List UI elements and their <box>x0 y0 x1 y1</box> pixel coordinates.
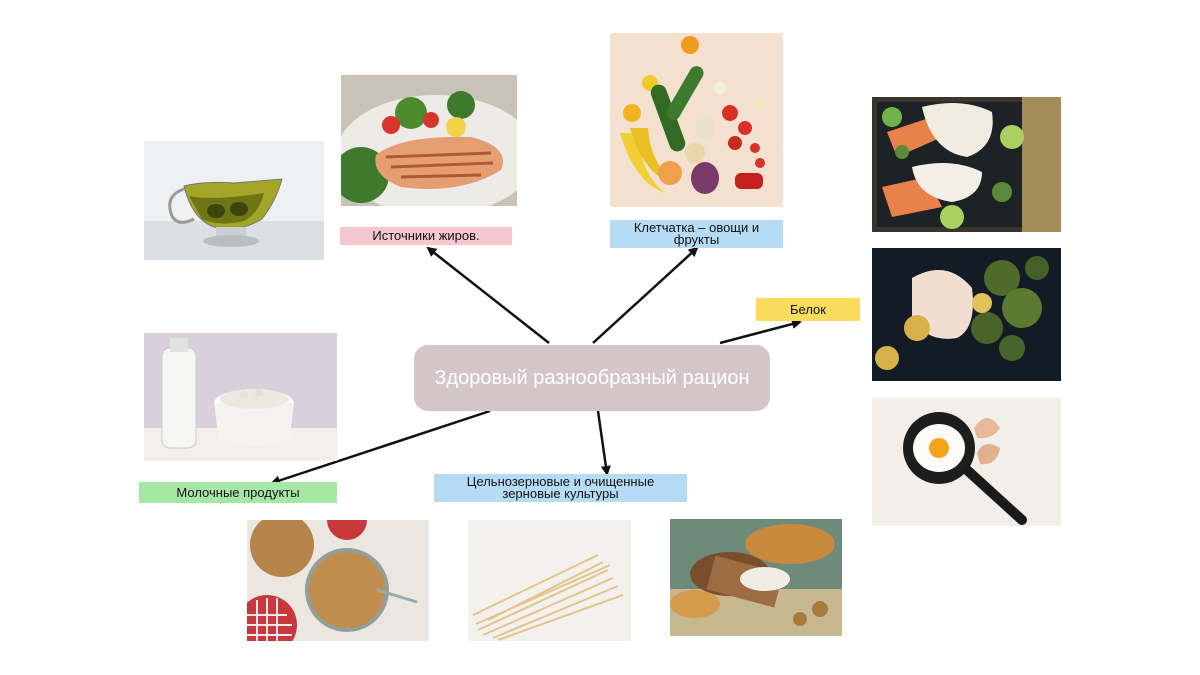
label-fats-text: Источники жиров. <box>372 228 480 243</box>
label-dairy: Молочные продукты <box>139 482 337 503</box>
label-grains: Цельнозерновые и очищенные зерновые куль… <box>434 474 687 502</box>
chicken-broccoli-image <box>872 248 1061 381</box>
spaghetti-image <box>468 520 631 641</box>
fried-egg-image <box>872 398 1061 526</box>
label-fiber-text: Клетчатка – овощи и фрукты <box>633 220 760 247</box>
baked-fish-image <box>872 97 1061 232</box>
label-grains-text: Цельнозерновые и очищенные зерновые куль… <box>466 474 655 501</box>
fruits-vegetables-image <box>610 33 783 207</box>
center-text: Здоровый разнообразный рацион <box>434 366 750 389</box>
arrow-to-protein <box>719 319 802 345</box>
label-fats: Источники жиров. <box>340 227 512 245</box>
salmon-salad-image <box>341 75 517 206</box>
arrow-to-grains <box>596 410 611 476</box>
arrow-to-fats <box>426 246 550 344</box>
center-node: Здоровый разнообразный рацион <box>414 345 770 411</box>
milk-cottage-cheese-image <box>144 333 337 461</box>
label-fiber: Клетчатка – овощи и фрукты <box>610 220 783 248</box>
label-protein: Белок <box>756 298 860 321</box>
granola-jars-image <box>247 520 429 641</box>
olive-oil-image <box>144 141 324 260</box>
label-protein-text: Белок <box>790 301 826 317</box>
arrow-to-fiber <box>592 246 699 344</box>
label-dairy-text: Молочные продукты <box>176 484 300 500</box>
bread-grains-image <box>670 519 842 636</box>
arrow-to-dairy <box>270 409 491 486</box>
